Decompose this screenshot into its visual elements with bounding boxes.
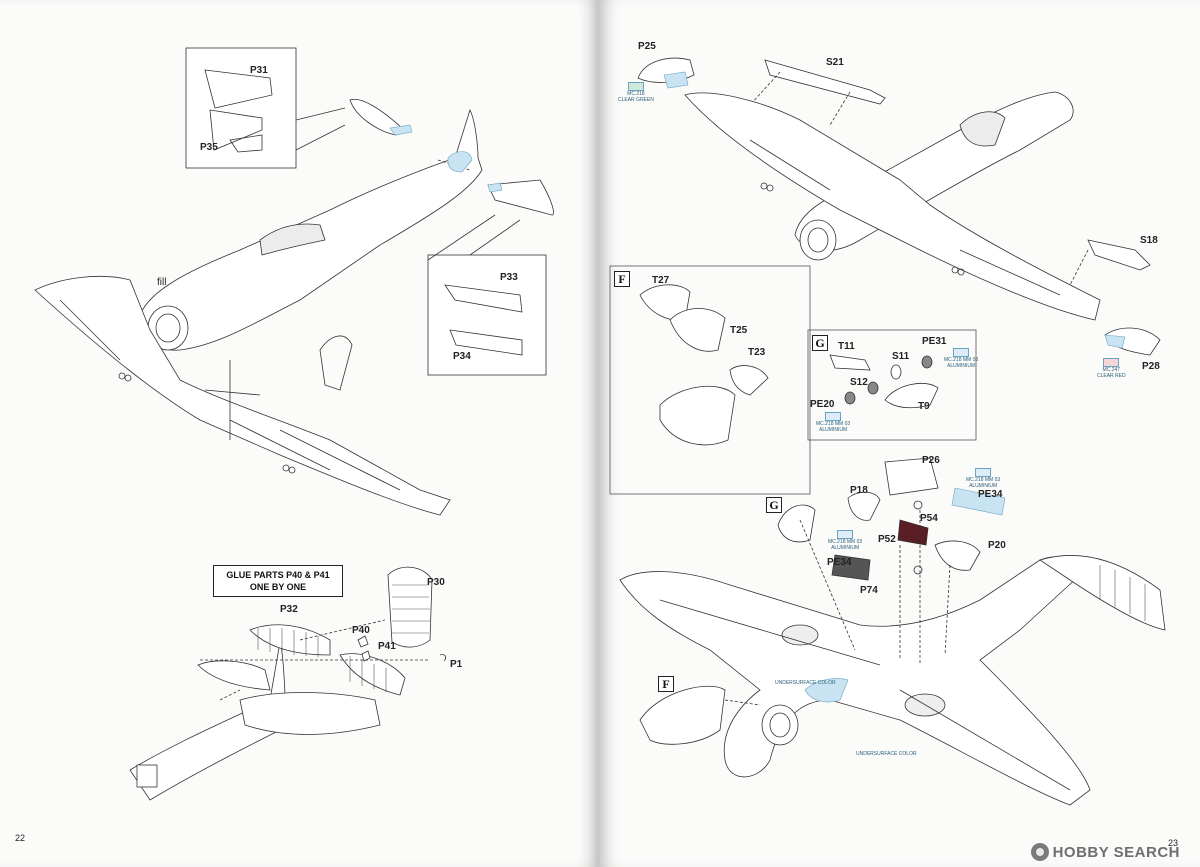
part-label-t11: T11 xyxy=(838,341,855,352)
part-label-t9: T9 xyxy=(918,401,930,412)
part-label-p74: P74 xyxy=(860,585,878,596)
glue-callout-line2: ONE BY ONE xyxy=(249,582,307,593)
part-label-p54: P54 xyxy=(920,513,938,524)
paint-note-clear-green: MC.218 CLEAR GREEN xyxy=(618,82,654,104)
step-badge-f: F xyxy=(614,271,630,287)
hobby-search-logo-icon xyxy=(1030,843,1049,861)
part-label-p1: P1 xyxy=(450,659,463,670)
part-label-t23: T23 xyxy=(748,347,766,358)
paint-text-aluminium-4: ALUMINIUM xyxy=(831,544,860,551)
step-badge-f-ref: F xyxy=(658,676,674,692)
part-label-p35: P35 xyxy=(200,142,218,153)
watermark-text: HOBBY SEARCH xyxy=(1052,843,1180,861)
part-label-s12: S12 xyxy=(850,377,868,388)
glue-callout: GLUE PARTS P40 & P41 ONE BY ONE xyxy=(213,565,343,598)
underside-note-2: UNDERSURFACE COLOR xyxy=(856,751,917,757)
paint-note-clear-red: MC.247 CLEAR RED xyxy=(1097,358,1126,380)
paint-text-clear-red: CLEAR RED xyxy=(1097,372,1126,379)
right-page-drawing xyxy=(609,57,1166,806)
part-label-p52: P52 xyxy=(878,534,896,545)
part-label-pe31: PE31 xyxy=(922,336,947,347)
paint-code-clear-green: MC.218 xyxy=(627,91,645,97)
part-label-pe34-top: PE34 xyxy=(978,489,1003,500)
paint-note-aluminium-1: MC.218 MM 03 ALUMINIUM xyxy=(944,348,978,370)
part-label-p28: P28 xyxy=(1142,361,1160,372)
paint-code-aluminium-4: MC.218 MM 03 xyxy=(828,539,863,545)
part-label-t25: T25 xyxy=(730,325,748,336)
paint-text-aluminium-3: ALUMINIUM xyxy=(969,482,998,489)
detail-box-p31 xyxy=(185,47,297,169)
left-page: P31 P35 P33 P34 fill GLUE PARTS P40 & P4… xyxy=(0,0,598,867)
left-page-drawing xyxy=(34,47,554,801)
part-label-p25: P25 xyxy=(638,41,656,52)
paint-text-aluminium-1: ALUMINIUM xyxy=(947,362,976,369)
paint-code-aluminium-1: MC.218 MM 03 xyxy=(944,357,979,363)
part-label-p32: P32 xyxy=(280,604,298,615)
part-label-p26: P26 xyxy=(922,455,940,466)
underside-note-1: UNDERSURFACE COLOR xyxy=(775,680,836,686)
paint-text-clear-green: CLEAR GREEN xyxy=(618,96,654,103)
part-label-s11: S11 xyxy=(892,351,910,362)
part-label-p18: P18 xyxy=(850,485,868,496)
paint-text-aluminium-2: ALUMINIUM xyxy=(819,426,848,433)
paint-code-clear-red: MC.247 xyxy=(1102,367,1121,373)
paint-note-aluminium-3: MC.218 MM 03 ALUMINIUM xyxy=(966,468,1000,490)
part-label-p40: P40 xyxy=(352,625,370,636)
part-label-pe20: PE20 xyxy=(810,399,835,410)
right-page: P25 MC.218 CLEAR GREEN S21 S18 P28 MC.24… xyxy=(600,0,1200,867)
part-label-s18: S18 xyxy=(1140,235,1158,246)
part-label-p31: P31 xyxy=(250,65,268,76)
paint-code-aluminium-2: MC.218 MM 03 xyxy=(816,421,851,427)
step-badge-g: G xyxy=(812,335,828,351)
page-number-right: 23 xyxy=(1168,838,1179,848)
step-badge-g-ref: G xyxy=(766,497,782,513)
paint-code-aluminium-3: MC.218 MM 03 xyxy=(966,477,1001,483)
part-label-p33: P33 xyxy=(500,272,518,283)
fill-note: fill xyxy=(157,277,167,288)
glue-callout-line1: GLUE PARTS P40 & P41 xyxy=(226,570,330,580)
part-label-t27: T27 xyxy=(652,275,670,286)
part-label-p41: P41 xyxy=(378,641,396,652)
binding-gutter xyxy=(596,0,602,867)
part-label-s21: S21 xyxy=(826,57,844,68)
part-label-p20: P20 xyxy=(988,540,1006,551)
part-label-p30: P30 xyxy=(427,577,445,588)
part-label-p34: P34 xyxy=(453,351,471,362)
paint-note-aluminium-2: MC.218 MM 03 ALUMINIUM xyxy=(816,412,850,434)
watermark: HOBBY SEARCH xyxy=(1030,842,1180,862)
part-label-pe34-bottom: PE34 xyxy=(827,557,852,568)
page-number-left: 22 xyxy=(15,833,26,843)
detail-box-p33 xyxy=(427,254,547,376)
paint-note-aluminium-4: MC.218 MM 03 ALUMINIUM xyxy=(828,530,862,552)
